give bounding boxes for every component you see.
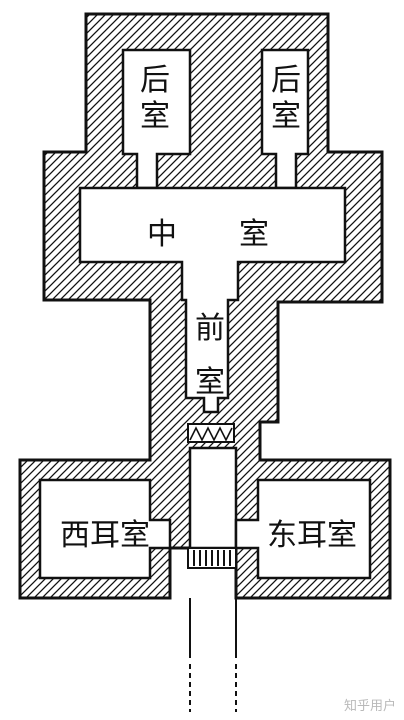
rear-left-label-1: 后 <box>140 63 170 98</box>
east-ear-chamber <box>234 478 372 580</box>
rear-right-label-2: 室 <box>271 99 301 134</box>
watermark-text: 知乎用户 <box>344 698 396 714</box>
gate-blocks <box>187 423 237 569</box>
west-ear-chamber <box>38 478 172 580</box>
entrance-gate-bars <box>193 550 231 566</box>
middle-label-2: 室 <box>239 217 269 252</box>
front-label-1: 前 <box>195 311 225 346</box>
middle-chamber <box>78 186 347 414</box>
front-label-2: 室 <box>195 365 225 400</box>
middle-label-1: 中 <box>147 217 177 252</box>
rear-left-label-2: 室 <box>140 99 170 134</box>
rooms <box>38 48 372 580</box>
front-gate-zigzag <box>189 426 233 442</box>
west-ear-label: 西耳室 <box>60 518 150 553</box>
entrance-passage <box>189 598 237 712</box>
central-passage <box>188 446 238 550</box>
east-ear-label: 东耳室 <box>267 518 357 553</box>
rear-right-label-1: 后 <box>271 63 301 98</box>
